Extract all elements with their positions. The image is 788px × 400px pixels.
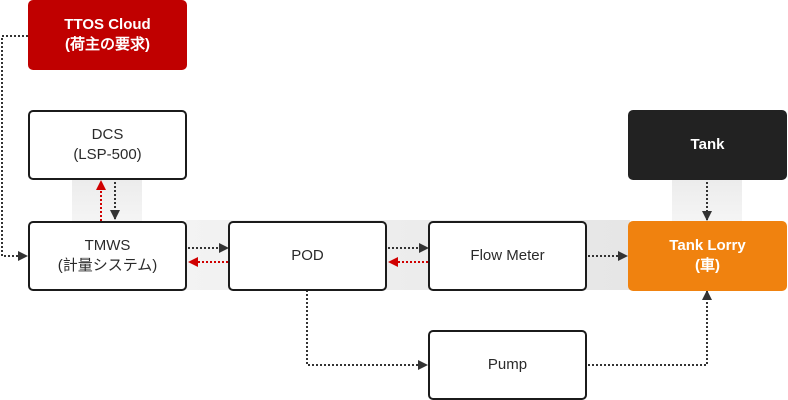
node-pump-title: Pump [487, 356, 528, 373]
node-tank[interactable]: Tank [628, 110, 787, 180]
node-tank-lorry-title: Tank Lorry [669, 237, 746, 254]
node-flow-meter[interactable]: Flow Meter [428, 221, 587, 291]
node-pod-title: POD [291, 247, 324, 264]
node-pump[interactable]: Pump [428, 330, 587, 400]
band-dcs-tmws [72, 180, 142, 222]
edge-ttos-to-tmws [1, 35, 28, 261]
node-dcs-title: DCS [91, 126, 124, 143]
node-dcs-subtitle: (LSP-500) [73, 146, 142, 163]
node-tank-title: Tank [690, 136, 725, 153]
node-ttos-cloud-title: TTOS Cloud [64, 16, 151, 33]
node-flow-meter-title: Flow Meter [470, 247, 545, 264]
node-tank-lorry-subtitle: (車) [695, 257, 720, 274]
node-dcs[interactable]: DCS (LSP-500) [28, 110, 187, 180]
edge-pod-to-pump [306, 290, 428, 370]
node-ttos-cloud[interactable]: TTOS Cloud (荷主の要求) [28, 0, 187, 70]
node-tmws[interactable]: TMWS (計量システム) [28, 221, 187, 291]
node-tmws-subtitle: (計量システム) [57, 257, 158, 274]
node-ttos-cloud-subtitle: (荷主の要求) [65, 36, 150, 53]
node-tmws-title: TMWS [84, 237, 131, 254]
node-pod[interactable]: POD [228, 221, 387, 291]
edge-pump-to-lorry [588, 290, 712, 366]
node-tank-lorry[interactable]: Tank Lorry (車) [628, 221, 787, 291]
